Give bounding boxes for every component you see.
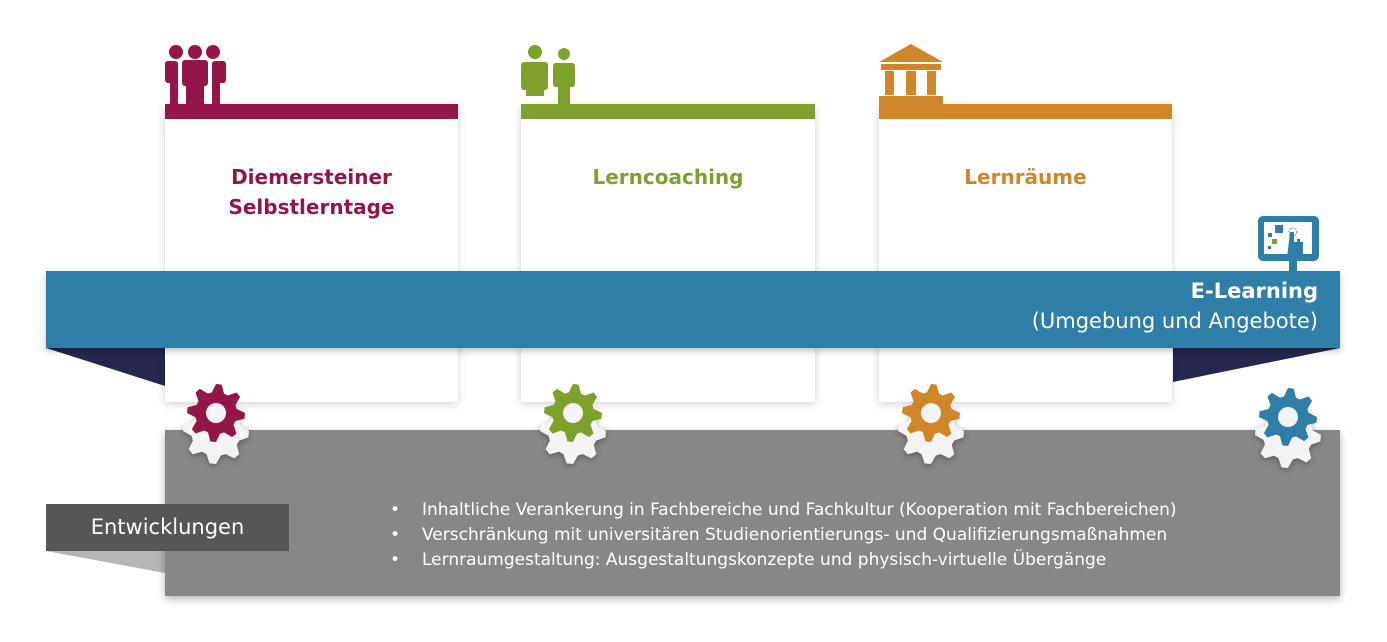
elearning-title: E-Learning [1190, 279, 1318, 303]
right-band-shadow [1173, 348, 1340, 382]
gear-icon [1259, 388, 1317, 446]
label-shadow [46, 551, 165, 573]
developments-label: Entwicklungen [46, 504, 289, 551]
pillar-bar [165, 104, 458, 119]
elearning-subtitle: (Umgebung und Angebote) [1031, 309, 1318, 333]
coaching-pair-icon [521, 45, 575, 106]
developments-list: Inhaltliche Verankerung in Fachbereiche … [390, 498, 1177, 573]
people-group-icon [165, 45, 226, 106]
pillar-bar [521, 104, 815, 119]
gear-icon [902, 384, 960, 442]
list-item: Inhaltliche Verankerung in Fachbereiche … [390, 498, 1177, 523]
gear-icon [544, 384, 602, 442]
pillar-bar [879, 104, 1172, 119]
building-columns-icon [879, 44, 943, 106]
tablet-touch-icon [1258, 216, 1319, 275]
list-item: Lernraumgestaltung: Ausgestaltungskonzep… [390, 548, 1177, 573]
pillar-title: Lernräume [964, 165, 1087, 189]
pillar-title: Lerncoaching [592, 165, 744, 189]
pillar-card-lerncoaching: Lerncoaching [521, 104, 815, 402]
left-band-shadow [46, 348, 165, 386]
elearning-band: E-Learning (Umgebung und Angebote) [46, 271, 1340, 348]
list-item: Verschränkung mit universitären Studieno… [390, 523, 1177, 548]
pillar-card-lernraeume: Lernräume [879, 104, 1172, 402]
gear-icon [187, 384, 245, 442]
